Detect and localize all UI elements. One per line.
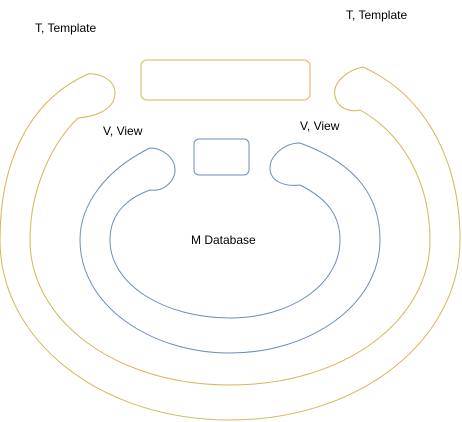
view-label-right: V, View xyxy=(300,119,340,133)
template-ring xyxy=(0,66,461,421)
view-label-left: V, View xyxy=(103,124,143,138)
template-label-right: T, Template xyxy=(346,8,407,22)
view-ring xyxy=(79,142,381,354)
template-label-left: T, Template xyxy=(35,21,96,35)
database-label: M Database xyxy=(191,233,256,247)
template-box xyxy=(140,59,311,101)
view-box xyxy=(193,138,250,176)
